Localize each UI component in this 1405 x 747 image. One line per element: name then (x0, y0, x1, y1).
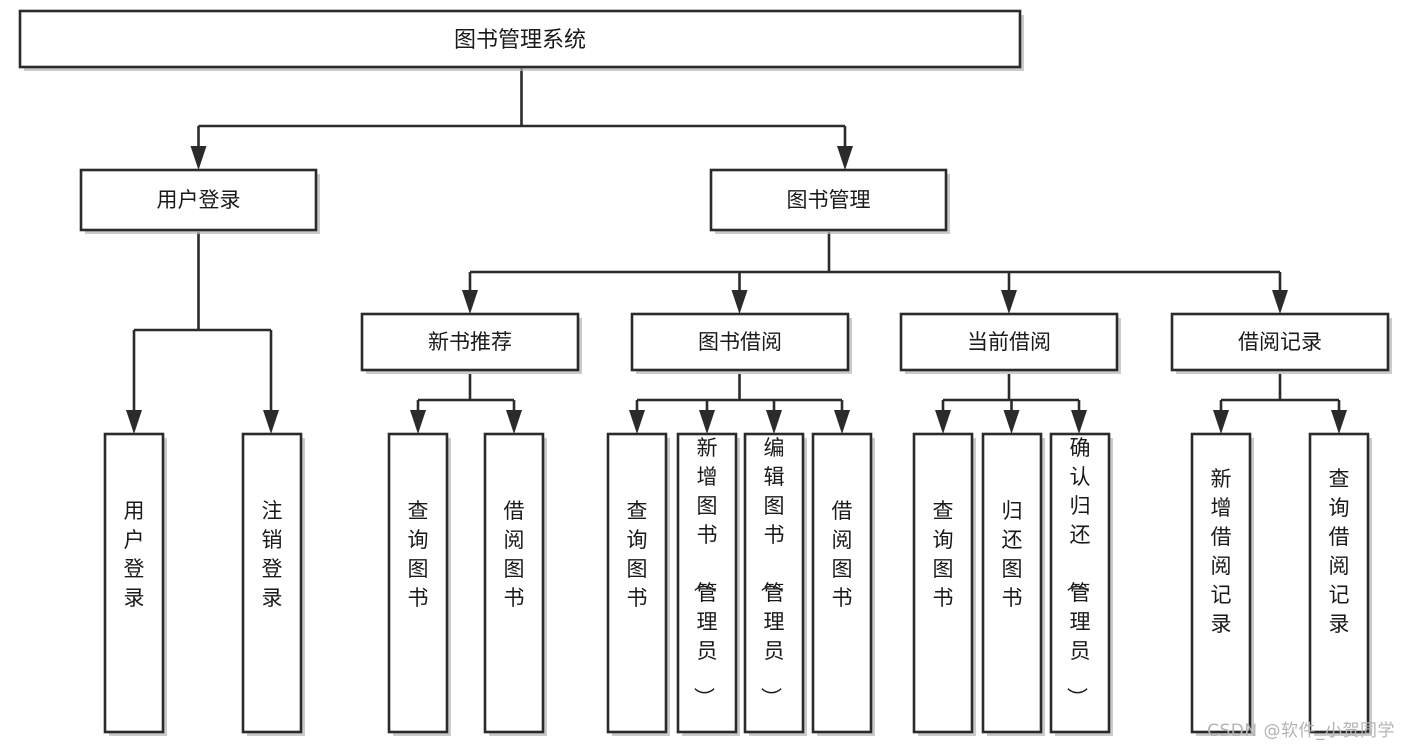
arrowhead-current-borrow (1001, 290, 1017, 314)
leaf-logout-label: 注销登录 (262, 499, 283, 610)
csdn-watermark: CSDN @软件_小贺同学 (1207, 721, 1395, 741)
leaf-borrow-book-2-box[interactable] (811, 432, 873, 734)
node-leaf-logout[interactable]: 注销登录 (241, 432, 305, 736)
node-leaf-query-record[interactable]: 查询借阅记录 (1308, 432, 1372, 736)
arrowhead-leaf-query-book-2 (629, 410, 645, 434)
node-leaf-query-book-1[interactable]: 查询图书 (387, 432, 451, 736)
leaf-query-book-3-box[interactable] (912, 432, 974, 734)
new-book-rec-box[interactable] (360, 312, 580, 372)
arrowhead-book-borrow (731, 290, 748, 314)
node-current-borrow[interactable]: 当前借阅 (899, 312, 1121, 374)
leaf-add-record-label: 新增借阅记录 (1211, 467, 1232, 636)
node-book-borrow[interactable]: 图书借阅 (630, 312, 852, 374)
node-user-login[interactable]: 用户登录 (79, 168, 320, 234)
arrowhead-leaf-add-book (699, 410, 715, 434)
root-label: 图书管理系统 (454, 28, 586, 53)
node-leaf-return-book[interactable]: 归还图书 (981, 432, 1045, 736)
leaf-edit-book-box[interactable] (743, 432, 805, 734)
leaf-add-book-label: 新增图书（管理员） (692, 436, 718, 708)
node-new-book-rec[interactable]: 新书推荐 (360, 312, 582, 374)
leaf-query-book-2-box[interactable] (606, 432, 668, 734)
node-borrow-record[interactable]: 借阅记录 (1170, 312, 1392, 374)
book-manage-label: 图书管理 (787, 188, 871, 212)
node-leaf-add-book[interactable]: 新增图书（管理员） (676, 432, 740, 736)
arrowhead-leaf-logout (263, 410, 279, 434)
connector-layer (126, 67, 1347, 434)
leaf-user-login-label: 用户登录 (124, 499, 145, 610)
arrowhead-user-login (190, 146, 207, 170)
root-box[interactable] (18, 9, 1022, 69)
leaf-query-book-2-label: 查询图书 (627, 499, 648, 610)
node-leaf-borrow-book-2[interactable]: 借阅图书 (811, 432, 875, 736)
node-leaf-user-login[interactable]: 用户登录 (103, 432, 167, 736)
node-leaf-borrow-book-1[interactable]: 借阅图书 (483, 432, 547, 736)
leaf-borrow-book-1-box[interactable] (483, 432, 545, 734)
arrowhead-leaf-confirm-return (1071, 410, 1087, 434)
leaf-return-book-label: 归还图书 (1002, 499, 1023, 610)
leaf-query-book-3-label: 查询图书 (933, 499, 954, 610)
current-borrow-label: 当前借阅 (967, 330, 1051, 354)
leaf-add-record-box[interactable] (1190, 432, 1252, 734)
node-leaf-confirm-return[interactable]: 确认归还（管理员） (1049, 432, 1113, 736)
leaf-query-record-label: 查询借阅记录 (1329, 467, 1350, 636)
node-book-manage[interactable]: 图书管理 (709, 168, 950, 234)
borrow-record-box[interactable] (1170, 312, 1390, 372)
leaf-query-record-box[interactable] (1308, 432, 1370, 734)
leaf-logout-box[interactable] (241, 432, 303, 734)
arrowhead-book-manage (837, 146, 853, 170)
arrowhead-new-book-rec (462, 290, 478, 314)
leaf-return-book-box[interactable] (981, 432, 1043, 734)
current-borrow-box[interactable] (899, 312, 1119, 372)
book-borrow-label: 图书借阅 (698, 330, 782, 354)
leaf-user-login-box[interactable] (103, 432, 165, 734)
node-root[interactable]: 图书管理系统 (18, 9, 1024, 71)
node-leaf-add-record[interactable]: 新增借阅记录 (1190, 432, 1254, 736)
arrowhead-leaf-user-login (126, 410, 142, 434)
arrowhead-leaf-return-book (1003, 410, 1020, 434)
arrowhead-leaf-borrow-book-1 (506, 410, 522, 434)
node-leaf-query-book-2[interactable]: 查询图书 (606, 432, 670, 736)
user-login-label: 用户登录 (157, 188, 241, 212)
borrow-record-label: 借阅记录 (1238, 330, 1322, 354)
arrowhead-leaf-query-book-3 (935, 410, 951, 434)
arrowhead-leaf-edit-book (766, 410, 782, 434)
book-borrow-box[interactable] (630, 312, 850, 372)
new-book-rec-label: 新书推荐 (428, 330, 512, 354)
user-login-box[interactable] (79, 168, 318, 232)
leaf-query-book-1-label: 查询图书 (408, 499, 429, 610)
leaf-query-book-1-box[interactable] (387, 432, 449, 734)
node-leaf-edit-book[interactable]: 编辑图书（管理员） (743, 432, 807, 736)
arrowhead-leaf-add-record (1213, 410, 1229, 434)
arrowhead-borrow-record (1272, 290, 1288, 314)
leaf-borrow-book-1-label: 借阅图书 (504, 499, 525, 610)
leaf-edit-book-label: 编辑图书（管理员） (759, 436, 785, 708)
node-leaf-query-book-3[interactable]: 查询图书 (912, 432, 976, 736)
leaf-add-book-box[interactable] (676, 432, 738, 734)
arrowhead-leaf-query-record (1331, 410, 1347, 434)
arrowhead-leaf-borrow-book-2 (834, 410, 850, 434)
book-manage-box[interactable] (709, 168, 948, 232)
leaf-confirm-return-label: 确认归还（管理员） (1065, 436, 1091, 708)
leaf-borrow-book-2-label: 借阅图书 (832, 499, 853, 610)
arrowhead-leaf-query-book-1 (410, 410, 426, 434)
leaf-confirm-return-box[interactable] (1049, 432, 1111, 734)
